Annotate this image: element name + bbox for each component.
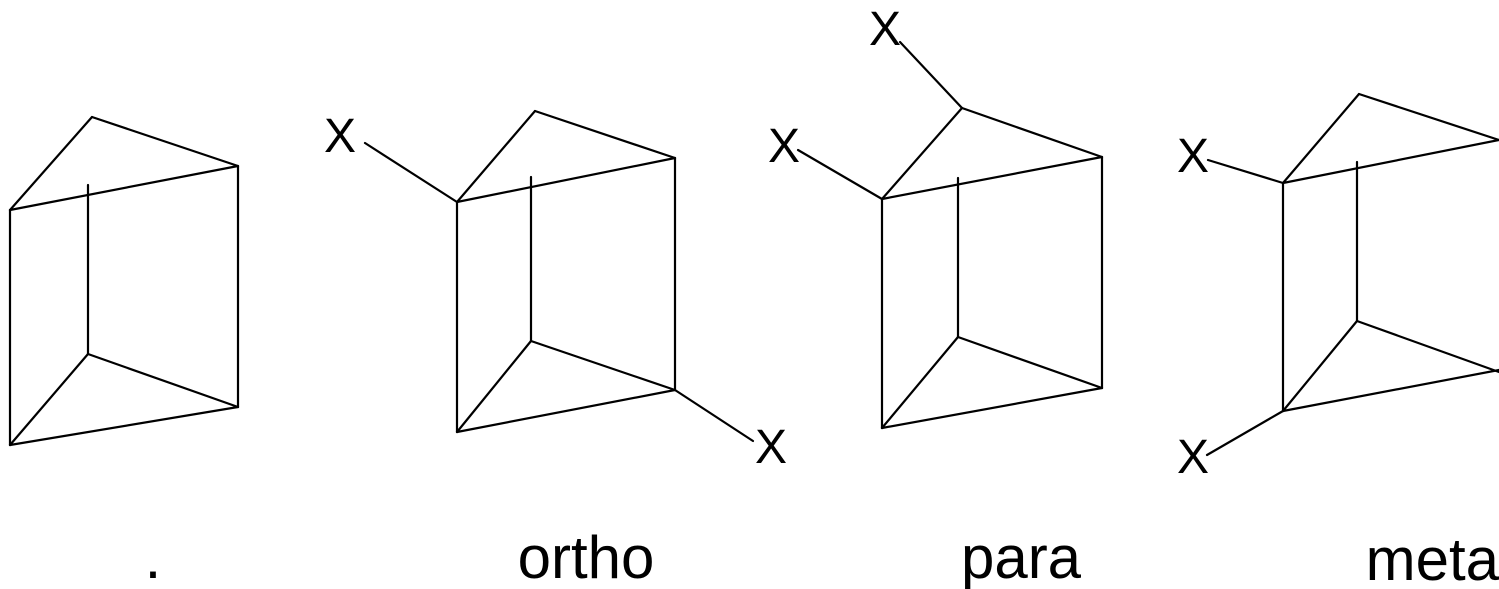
prism-edge [455, 339, 533, 434]
prism-edge [533, 109, 677, 160]
prism-edge [8, 164, 240, 212]
prism-edge [1281, 92, 1361, 185]
prism-caption: para [961, 524, 1082, 589]
prism-edge [529, 339, 677, 392]
prism-edge [880, 386, 1104, 430]
prism-edge [956, 335, 1104, 390]
prism-edge [1281, 319, 1359, 413]
prism-edge [880, 335, 960, 430]
substituent-bond [363, 141, 459, 204]
substituent-bond [673, 388, 755, 443]
substituent-bond [898, 40, 964, 110]
prism-edge [1355, 319, 1499, 374]
prism-edge [90, 115, 240, 168]
substituent-label: X [869, 3, 901, 56]
prism-edge [455, 109, 537, 204]
prism-caption: . [145, 524, 162, 589]
prism-edge [1281, 138, 1499, 185]
prism-edge [8, 115, 94, 212]
prism-edge [880, 155, 1104, 201]
prism-edge [455, 388, 677, 434]
prism-edge [1281, 368, 1499, 413]
substituent-label: X [1177, 130, 1209, 183]
prism-unsubstituted: . [8, 115, 240, 589]
substituent-bond [796, 148, 884, 201]
substituent-label: X [324, 110, 356, 163]
prism-edge [455, 156, 677, 204]
prism-edge [8, 405, 240, 447]
substituent-label: X [755, 421, 787, 474]
prism-edge [1357, 92, 1499, 142]
prism-caption: ortho [518, 524, 655, 589]
substituent-bond [1206, 158, 1285, 185]
prism-edge [960, 106, 1104, 159]
prism-caption: meta [1366, 526, 1499, 589]
substituent-label: X [1177, 431, 1209, 484]
prism-ortho: X X ortho [324, 109, 787, 589]
substituent-label: X [768, 120, 800, 173]
substituent-bond [1205, 409, 1285, 457]
prism-para: X X para [768, 3, 1104, 589]
prism-edge [880, 106, 964, 201]
prism-edge [86, 352, 240, 409]
prism-edge [8, 352, 90, 447]
prism-meta: X X meta [1177, 92, 1499, 589]
